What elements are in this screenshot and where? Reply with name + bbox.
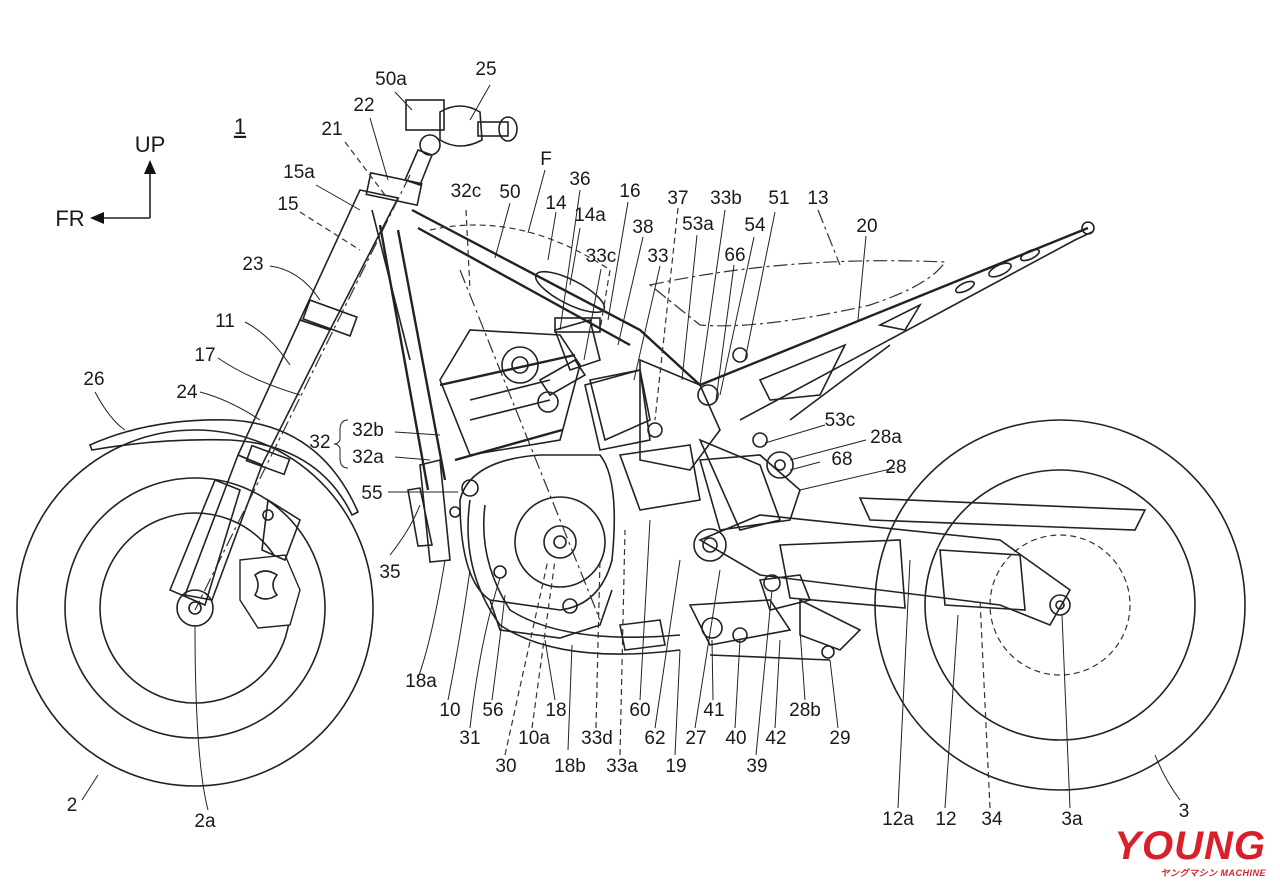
label-15: 15	[277, 194, 298, 215]
label-38: 38	[632, 217, 653, 238]
label-22: 22	[353, 95, 374, 116]
front-fork	[168, 174, 411, 611]
label-16: 16	[619, 181, 640, 202]
label-28a: 28a	[870, 427, 902, 448]
airbox	[584, 368, 801, 531]
label-20: 20	[856, 216, 877, 237]
label-31: 31	[459, 728, 480, 749]
label-33c: 33c	[586, 246, 617, 267]
label-50a: 50a	[375, 69, 407, 90]
label-17: 17	[194, 345, 215, 366]
label-10a: 10a	[518, 728, 550, 749]
label-37: 37	[667, 188, 688, 209]
label-12: 12	[935, 809, 956, 830]
label-68: 68	[831, 449, 852, 470]
label-11: 11	[215, 311, 235, 332]
label-41: 41	[703, 700, 724, 721]
label-10: 10	[439, 700, 460, 721]
reference-labels: UP FR 1 25 50a 22 21 15a 15 23 11 17 26 …	[55, 59, 1189, 832]
label-42: 42	[765, 728, 786, 749]
direction-arrows	[90, 160, 156, 224]
frame	[371, 208, 721, 491]
linkage	[619, 438, 862, 661]
handlebar	[365, 99, 518, 207]
front-fender	[88, 419, 360, 517]
label-39: 39	[746, 756, 767, 777]
label-24: 24	[176, 382, 198, 403]
leader-lines	[81, 84, 1181, 811]
fuel-tank-outline	[429, 224, 611, 331]
engine	[439, 269, 681, 655]
label-55: 55	[361, 483, 382, 504]
label-29: 29	[829, 728, 850, 749]
label-15a: 15a	[283, 162, 315, 183]
label-23: 23	[242, 254, 263, 275]
watermark-logo: YOUNG ヤングマシン MACHINE	[1114, 826, 1266, 879]
label-56: 56	[482, 700, 503, 721]
label-30: 30	[495, 756, 516, 777]
label-35: 35	[379, 562, 400, 583]
label-33: 33	[647, 246, 668, 267]
label-figure-number: 1	[234, 114, 246, 139]
label-3: 3	[1179, 801, 1190, 822]
label-2: 2	[67, 795, 78, 816]
label-18b: 18b	[554, 756, 586, 777]
label-26: 26	[83, 369, 104, 390]
label-fr: FR	[55, 206, 84, 231]
label-54: 54	[744, 215, 766, 236]
seat-outline	[648, 260, 947, 327]
label-32: 32	[309, 432, 330, 453]
label-12a: 12a	[882, 809, 914, 830]
brace-32	[333, 419, 349, 469]
label-32a: 32a	[352, 447, 384, 468]
label-32c: 32c	[451, 181, 482, 202]
label-51: 51	[768, 188, 789, 209]
label-3a: 3a	[1061, 809, 1083, 830]
label-34: 34	[981, 809, 1003, 830]
label-33b: 33b	[710, 188, 742, 209]
label-32b: 32b	[352, 420, 384, 441]
label-33d: 33d	[581, 728, 613, 749]
watermark-sub: ヤングマシン MACHINE	[1160, 868, 1266, 878]
label-53a: 53a	[682, 214, 714, 235]
label-19: 19	[665, 756, 686, 777]
label-28: 28	[885, 457, 906, 478]
label-50: 50	[499, 182, 520, 203]
label-21: 21	[321, 119, 342, 140]
label-14a: 14a	[574, 205, 606, 226]
label-F: F	[540, 149, 552, 170]
front-wheel	[16, 429, 374, 787]
radiator	[407, 458, 451, 563]
chain-guard	[858, 497, 1147, 531]
label-66: 66	[724, 245, 745, 266]
pivots	[262, 347, 768, 579]
label-62: 62	[644, 728, 665, 749]
label-18a: 18a	[405, 671, 437, 692]
label-27: 27	[685, 728, 706, 749]
label-up: UP	[135, 132, 166, 157]
rear-wheel	[874, 419, 1246, 791]
label-13: 13	[807, 188, 828, 209]
rear-subframe	[699, 221, 1095, 421]
label-2a: 2a	[194, 811, 216, 832]
label-40: 40	[725, 728, 746, 749]
label-28b: 28b	[789, 700, 821, 721]
label-33a: 33a	[606, 756, 638, 777]
label-18: 18	[545, 700, 566, 721]
label-60: 60	[629, 700, 650, 721]
label-36: 36	[569, 169, 590, 190]
label-25: 25	[475, 59, 496, 80]
swingarm	[693, 514, 1072, 627]
watermark-main: YOUNG	[1114, 824, 1266, 868]
label-14: 14	[545, 193, 567, 214]
label-53c: 53c	[825, 410, 856, 431]
